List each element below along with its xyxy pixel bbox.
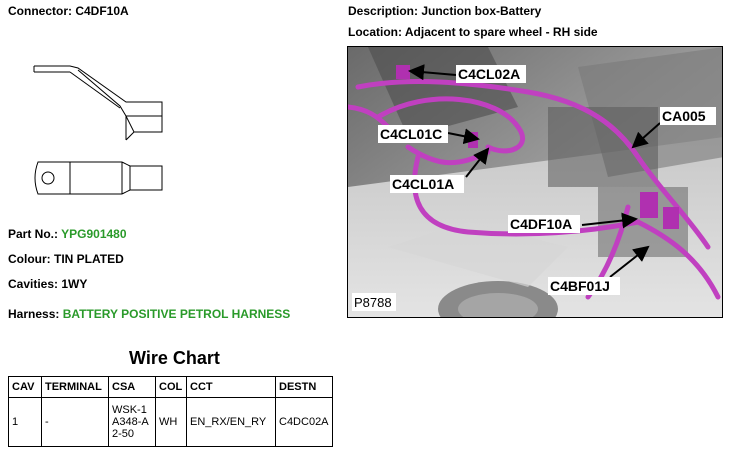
part-number: Part No.: YPG901480 [8,227,127,241]
callout-c4cl01a: C4CL01A [392,176,454,192]
callout-ca005: CA005 [662,108,706,124]
cell-cav: 1 [8,397,42,447]
col-col: COL [155,376,187,398]
colour-label: Colour: TIN PLATED [8,252,124,266]
col-csa: CSA [108,376,156,398]
col-terminal: TERMINAL [41,376,109,398]
callout-c4cl01c: C4CL01C [380,126,442,142]
terminal-drawing [33,65,163,195]
cell-col: WH [155,397,187,447]
col-destn: DESTN [275,376,333,398]
location-photo: C4CL02A CA005 C4CL01C C4CL01A C4DF10A C4… [347,46,723,318]
description-label: Description: Junction box-Battery [348,4,542,18]
photo-reference: P8788 [354,295,392,310]
harness-label: Harness: [8,307,60,321]
wire-chart-table: CAV TERMINAL CSA COL CCT DESTN 1 - WSK-1… [8,376,333,447]
location-label: Location: Adjacent to spare wheel - RH s… [348,25,598,39]
callout-c4bf01j: C4BF01J [550,278,610,294]
cell-csa: WSK-1A348-A2-50 [108,397,156,447]
callout-c4df10a: C4DF10A [510,216,572,232]
location-photo-svg: C4CL02A CA005 C4CL01C C4CL01A C4DF10A C4… [348,47,722,317]
cell-destn: C4DC02A [275,397,333,447]
wire-chart-title: Wire Chart [129,348,220,368]
wire-chart-header-row: CAV TERMINAL CSA COL CCT DESTN [8,376,333,398]
cell-cct: EN_RX/EN_RY [186,397,276,447]
col-cav: CAV [8,376,42,398]
part-number-label: Part No.: [8,227,59,241]
harness: Harness: BATTERY POSITIVE PETROL HARNESS [8,307,290,321]
col-cct: CCT [186,376,276,398]
harness-value: BATTERY POSITIVE PETROL HARNESS [62,307,291,321]
part-number-value: YPG901480 [61,227,127,241]
callout-c4cl02a: C4CL02A [458,66,520,82]
cell-terminal: - [41,397,109,447]
table-row: 1 - WSK-1A348-A2-50 WH EN_RX/EN_RY C4DC0… [8,397,333,447]
connector-label: Connector: C4DF10A [8,4,129,18]
cavities-label: Cavities: 1WY [8,277,88,291]
